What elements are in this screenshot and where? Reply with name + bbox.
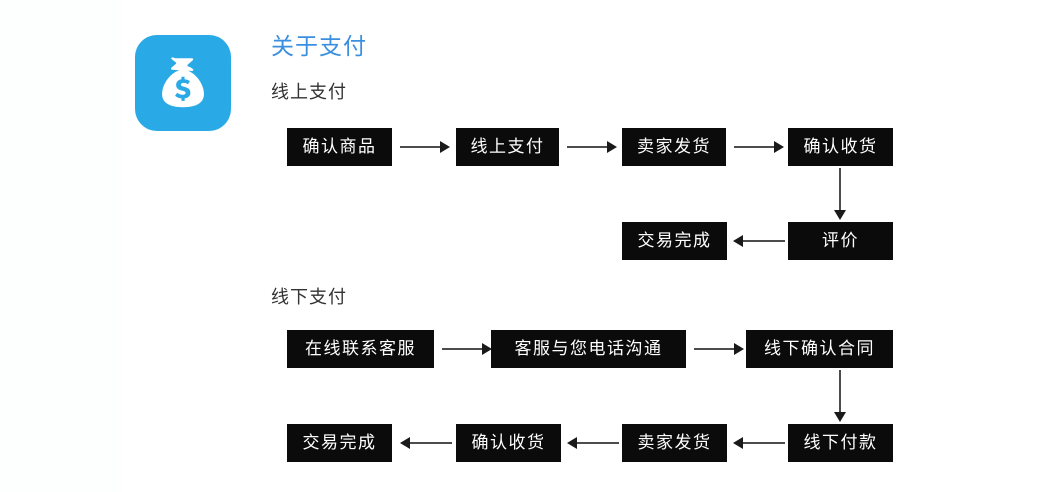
arrow-right-o1-o2	[400, 139, 450, 155]
flow-node-transaction-complete-online[interactable]: 交易完成	[622, 222, 727, 260]
arrow-right-f2-f3	[694, 341, 744, 357]
flow-node-support-phone-call[interactable]: 客服与您电话沟通	[491, 330, 686, 368]
arrow-right-o3-o4	[734, 139, 784, 155]
arrow-right-f1-f2	[442, 341, 492, 357]
flow-node-seller-ship-offline[interactable]: 卖家发货	[622, 424, 727, 462]
arrow-down-f3-f4	[830, 370, 850, 422]
money-bag-icon	[135, 35, 231, 131]
flow-node-offline-contract[interactable]: 线下确认合同	[746, 330, 893, 368]
flow-node-confirm-receipt[interactable]: 确认收货	[788, 128, 893, 166]
page-title: 关于支付	[271, 34, 367, 60]
arrow-left-f4-f5	[733, 435, 785, 451]
left-background-band	[0, 0, 122, 492]
flow-node-transaction-complete-offline[interactable]: 交易完成	[287, 424, 392, 462]
flow-node-seller-ship[interactable]: 卖家发货	[622, 128, 726, 166]
flow-node-review[interactable]: 评价	[788, 222, 893, 260]
flow-node-offline-payment[interactable]: 线下付款	[788, 424, 893, 462]
section-label-online: 线上支付	[271, 82, 347, 103]
flow-node-confirm-product[interactable]: 确认商品	[287, 128, 392, 166]
arrow-down-o4-o5	[830, 168, 850, 220]
arrow-right-o2-o3	[567, 139, 617, 155]
flow-node-online-payment[interactable]: 线上支付	[456, 128, 559, 166]
arrow-left-f6-f7	[400, 435, 452, 451]
section-label-offline: 线下支付	[271, 287, 347, 308]
flow-node-confirm-receipt-offline[interactable]: 确认收货	[456, 424, 561, 462]
flow-node-contact-support-online[interactable]: 在线联系客服	[287, 330, 434, 368]
arrow-left-o5-o6	[733, 233, 785, 249]
arrow-left-f5-f6	[567, 435, 619, 451]
